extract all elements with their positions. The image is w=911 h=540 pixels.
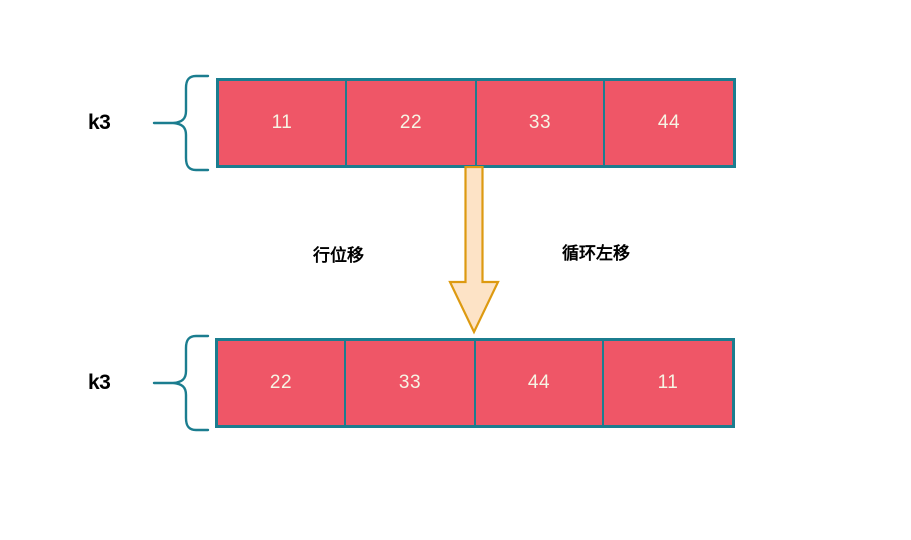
input-row-label: k3 [88,111,111,134]
array-cell[interactable]: 44 [605,81,733,165]
array-cell[interactable]: 33 [477,81,605,165]
array-cell[interactable]: 22 [347,81,477,165]
cyclic-left-shift-label: 循环左移 [562,244,630,264]
input-array: 11 22 33 44 [216,78,736,168]
array-cell[interactable]: 44 [476,341,604,425]
shift-rows-label: 行位移 [313,246,364,266]
transform-arrow [444,165,504,341]
array-cell[interactable]: 33 [346,341,476,425]
array-cell[interactable]: 11 [219,81,347,165]
output-array: 22 33 44 11 [215,338,735,428]
input-row-brace [150,72,212,179]
output-row-brace [150,332,212,439]
array-cell[interactable]: 22 [218,341,346,425]
array-cell[interactable]: 11 [604,341,732,425]
output-row-label: k3 [88,371,111,394]
